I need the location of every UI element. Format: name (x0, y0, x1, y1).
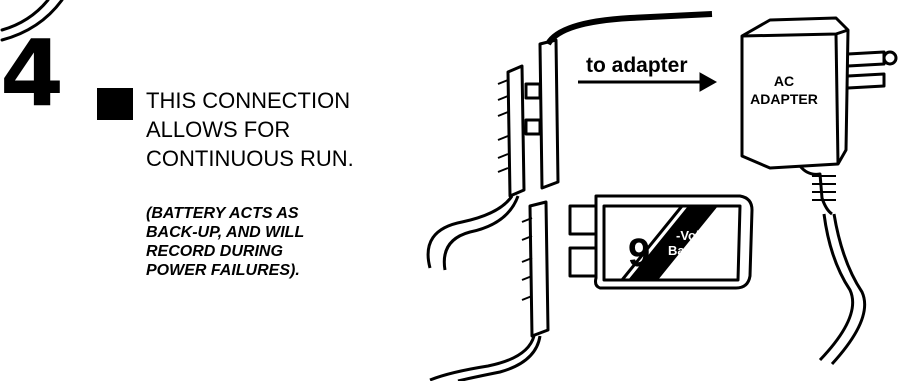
battery-word-label: Battery (668, 243, 714, 258)
adapter-label-ac: AC (774, 73, 794, 89)
note-line: POWER FAILURES). (146, 262, 300, 279)
instruction-line: ALLOWS FOR (146, 117, 291, 142)
note-line: (BATTERY ACTS AS (146, 205, 299, 222)
step-number: 4 (0, 20, 64, 127)
instruction-line: THIS CONNECTION (146, 88, 351, 113)
note-line: BACK-UP, AND WILL (146, 224, 305, 241)
ac-adapter (740, 16, 898, 366)
upper-snap-connector (426, 11, 713, 271)
corner-curve-2 (0, 0, 50, 32)
arrow-to-adapter (578, 72, 718, 92)
step-bullet-square (97, 88, 133, 120)
arrow-label: to adapter (586, 54, 688, 77)
corner-curve (0, 0, 64, 42)
battery-volt-label: -Volt (676, 228, 705, 243)
instruction-line: CONTINUOUS RUN. (146, 146, 354, 171)
battery-number: 9 (628, 231, 650, 275)
instruction-note: (BATTERY ACTS AS BACK-UP, AND WILL RECOR… (146, 204, 346, 280)
note-line: RECORD DURING (146, 243, 283, 260)
instruction-text: THIS CONNECTION ALLOWS FOR CONTINUOUS RU… (146, 86, 436, 173)
nine-volt-battery (568, 194, 754, 290)
adapter-label-adapter: ADAPTER (750, 91, 818, 107)
lower-snap-connector (429, 200, 550, 381)
